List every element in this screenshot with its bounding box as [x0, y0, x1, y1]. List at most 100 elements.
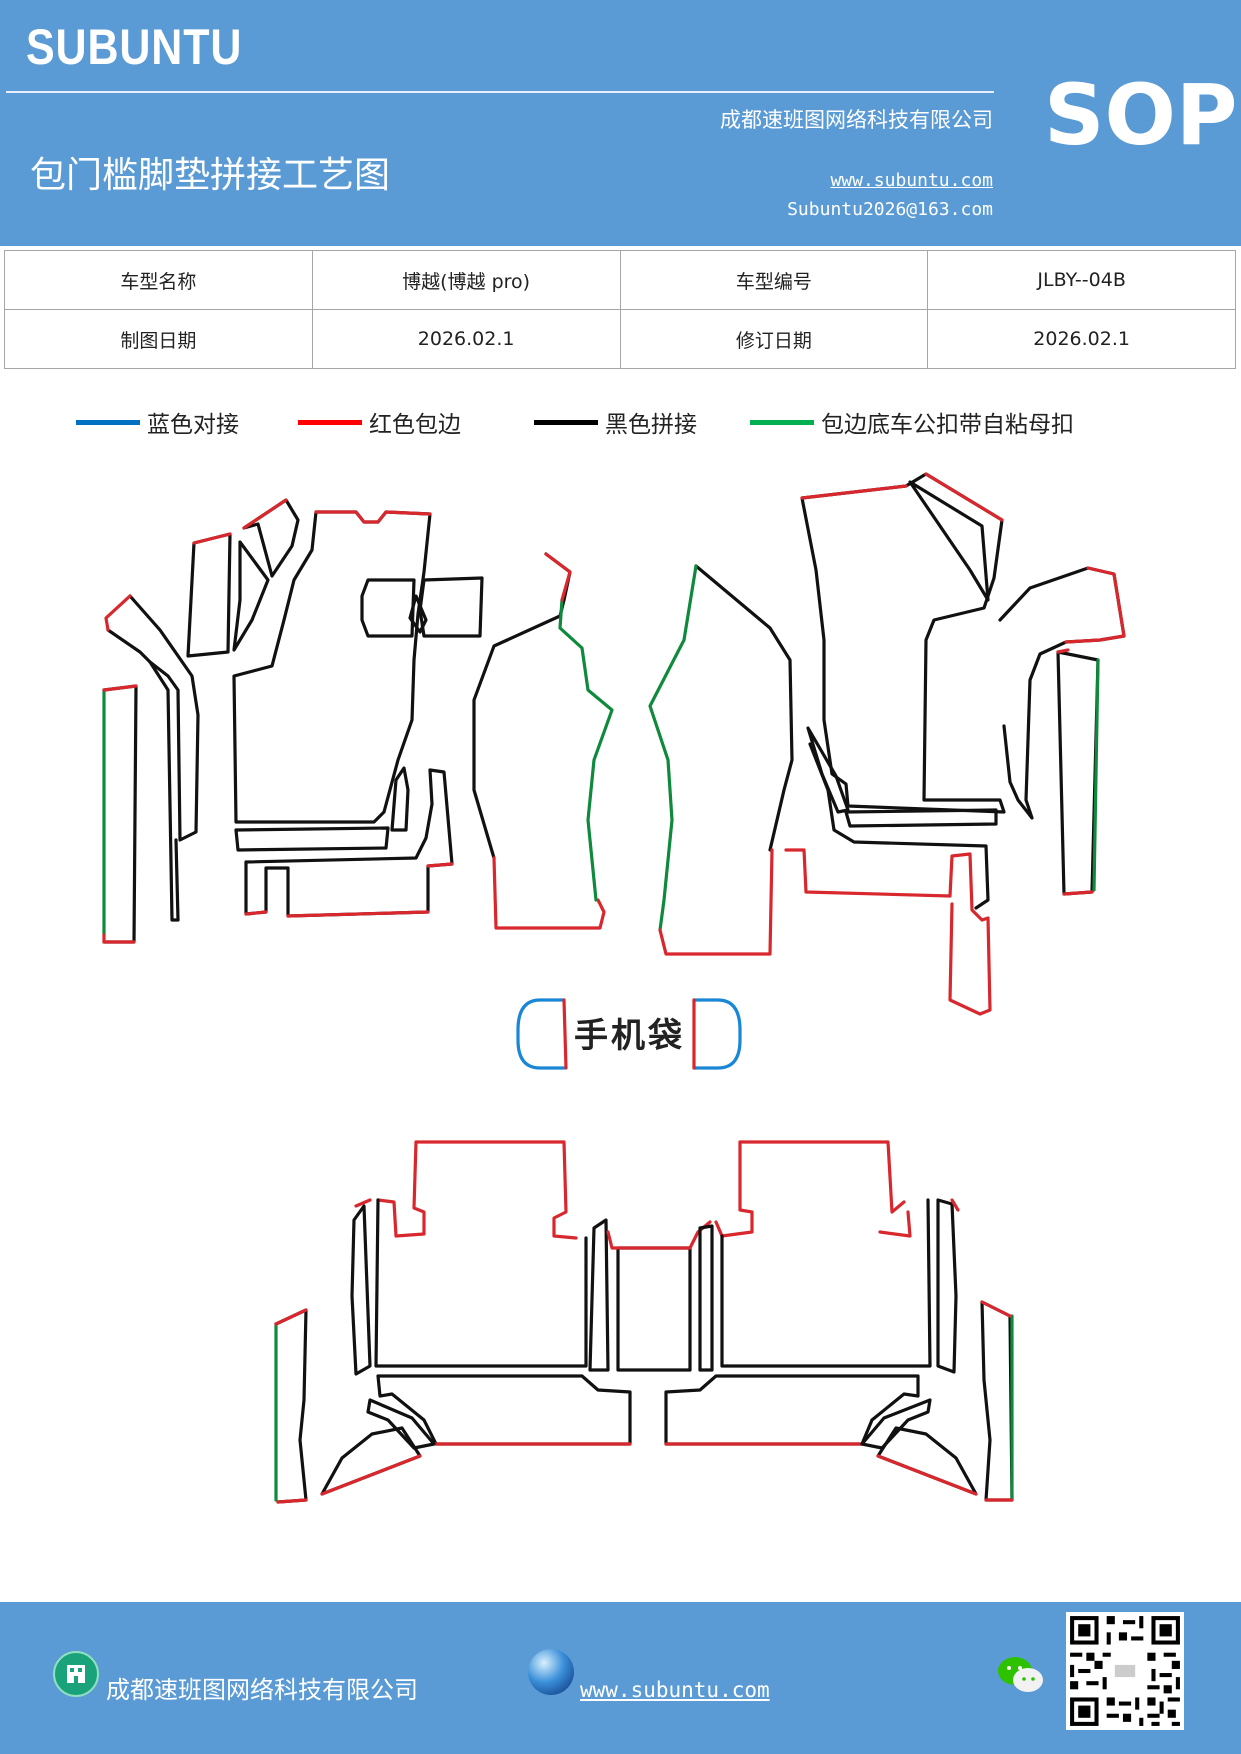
- mat-piece: [808, 742, 990, 910]
- legend-swatch-red: [298, 419, 362, 425]
- legend-item-blue: 蓝色对接: [76, 405, 239, 439]
- mat-piece: [698, 1224, 714, 1372]
- mat-piece: [800, 472, 1006, 814]
- mat-piece: [720, 1198, 932, 1368]
- mat-edge-red: [658, 848, 774, 956]
- front-center-mats: [472, 552, 794, 956]
- mat-edge-red: [244, 862, 454, 918]
- header-banner: [0, 0, 1241, 246]
- qr-code[interactable]: [1066, 1612, 1184, 1730]
- model-name-label: 车型名称: [4, 250, 313, 310]
- legend-swatch-blue: [76, 419, 140, 425]
- model-code-value: JLBY--04B: [927, 250, 1236, 310]
- mat-edge-red: [1064, 566, 1126, 644]
- phone-pocket-label: 手机袋: [574, 1016, 685, 1056]
- mat-edge-green: [648, 564, 698, 932]
- mat-piece: [102, 684, 138, 944]
- revise-date-value: 2026.02.1: [927, 309, 1236, 369]
- brand-logo: SUBUNTU: [26, 19, 243, 75]
- mat-piece: [694, 564, 794, 852]
- footer-website-link[interactable]: www.subuntu.com: [580, 1678, 770, 1702]
- rear-mats: [274, 1140, 1014, 1504]
- info-table: 车型名称 博越(博越 pro) 车型编号 JLBY--04B 制图日期 2026…: [4, 250, 1236, 369]
- mat-edge-red: [192, 532, 232, 545]
- legend-label: 蓝色对接: [147, 412, 239, 438]
- mat-edge-red: [1056, 648, 1094, 896]
- mat-piece: [1056, 650, 1100, 896]
- legend-swatch-green: [750, 419, 814, 425]
- model-code-label: 车型编号: [619, 250, 929, 310]
- phone-pocket-pieces: [516, 998, 742, 1070]
- draw-date-label: 制图日期: [4, 309, 313, 369]
- mat-edge-red: [376, 1140, 578, 1240]
- revise-date-label: 修订日期: [619, 309, 929, 369]
- building-icon: [53, 1651, 99, 1697]
- pocket-left-blue-edge: [516, 998, 566, 1070]
- mat-edge-red: [354, 1198, 372, 1208]
- sop-badge: SOP: [1044, 66, 1238, 164]
- mat-piece: [234, 826, 390, 852]
- mat-edge-red: [492, 856, 606, 930]
- model-name-value: 博越(博越 pro): [311, 250, 621, 310]
- mat-piece: [374, 1198, 588, 1368]
- mat-edge-red: [274, 1308, 308, 1504]
- pocket-right-blue-edge: [692, 998, 742, 1070]
- header-divider: [6, 91, 994, 93]
- globe-icon: [528, 1649, 574, 1695]
- wechat-icon[interactable]: [996, 1654, 1046, 1696]
- mat-piece: [186, 532, 232, 658]
- header-website-link[interactable]: www.subuntu.com: [830, 170, 993, 191]
- pocket-left-red-edge: [562, 998, 568, 1070]
- mat-piece: [408, 594, 428, 634]
- mat-edge-red: [876, 1454, 978, 1496]
- mat-edge-red: [606, 1220, 712, 1250]
- mat-piece: [376, 1374, 632, 1446]
- mat-piece: [980, 1300, 1014, 1502]
- mat-piece: [232, 540, 270, 652]
- footer-company: 成都速班图网络科技有限公司: [106, 1676, 418, 1704]
- legend-item-red: 红色包边: [298, 405, 461, 439]
- mat-edge-red: [102, 684, 138, 944]
- legend-item-green: 包边底车公扣带自粘母扣: [750, 405, 1074, 439]
- mat-piece: [844, 808, 998, 828]
- front-left-mats: [102, 498, 484, 944]
- building-icon-glyph: [67, 1665, 85, 1683]
- mat-edge-red: [800, 472, 1004, 522]
- mat-edge-red: [242, 498, 288, 530]
- header-email: Subuntu2026@163.com: [787, 199, 993, 220]
- legend-swatch-black: [534, 419, 598, 425]
- mat-piece: [390, 766, 410, 832]
- mat-edge-red: [544, 552, 572, 602]
- mat-piece: [588, 1218, 610, 1372]
- mat-edge-red: [980, 1300, 1014, 1502]
- legend-item-black: 黑色拼接: [534, 405, 697, 439]
- mat-piece: [244, 768, 454, 918]
- mat-edge-green: [1092, 658, 1100, 892]
- mat-piece: [936, 1198, 958, 1374]
- table-row: 制图日期 2026.02.1 修订日期 2026.02.1: [4, 309, 1236, 369]
- front-right-mats: [784, 472, 1126, 1016]
- mat-piece: [350, 1204, 372, 1376]
- mat-edge-red: [714, 1140, 912, 1238]
- mat-piece: [616, 1246, 692, 1372]
- draw-date-value: 2026.02.1: [311, 309, 621, 369]
- mat-piece: [418, 576, 484, 638]
- mat-piece: [274, 1308, 308, 1504]
- mat-edge-red: [784, 848, 992, 1016]
- mat-edge-red: [104, 594, 132, 632]
- mat-edge-red: [314, 510, 432, 524]
- mat-edge-green: [558, 598, 614, 902]
- mat-piece: [472, 552, 572, 860]
- legend-label: 红色包边: [369, 412, 461, 438]
- mat-edge-red: [950, 1198, 960, 1212]
- mat-piece: [366, 1398, 436, 1450]
- page-title: 包门槛脚垫拼接工艺图: [30, 155, 391, 196]
- legend-label: 包边底车公扣带自粘母扣: [821, 412, 1074, 438]
- mat-piece: [148, 660, 180, 922]
- mat-piece: [360, 578, 416, 638]
- mat-piece: [860, 1398, 932, 1450]
- mat-piece: [106, 594, 200, 842]
- mat-edge-red: [320, 1454, 422, 1496]
- mat-piece: [664, 1374, 920, 1446]
